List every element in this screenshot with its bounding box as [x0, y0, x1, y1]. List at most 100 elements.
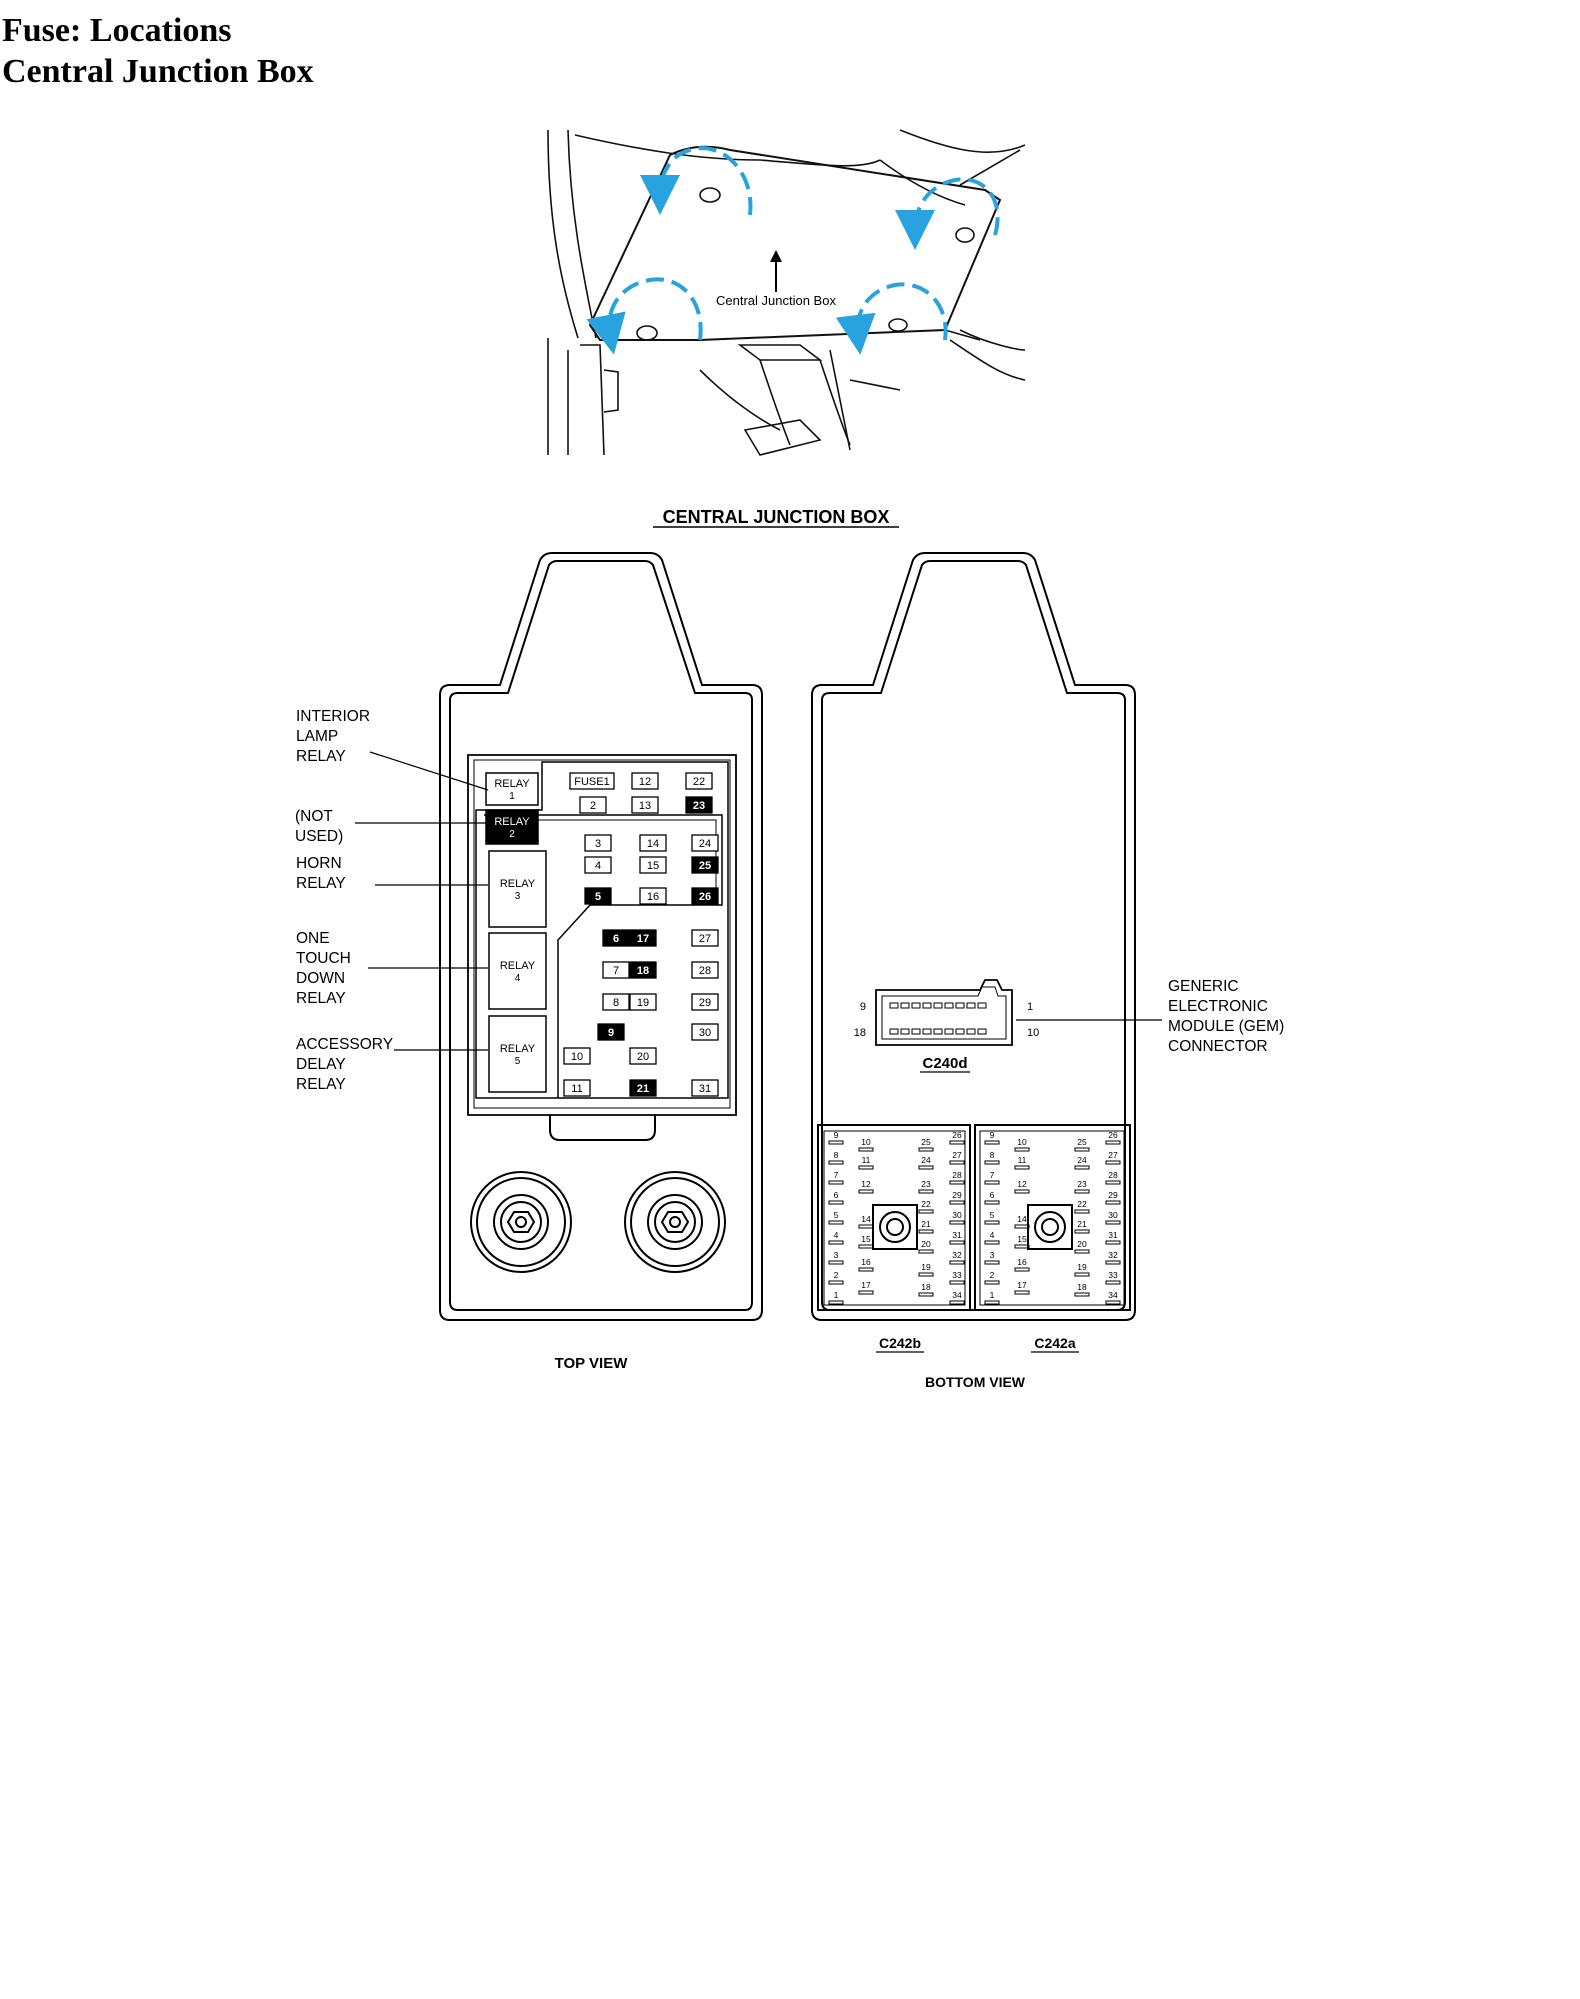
connector-pin-label: 29	[952, 1190, 962, 1200]
fuse-label: 9	[608, 1027, 614, 1039]
connector-pin-label: 2	[834, 1270, 839, 1280]
document-title: Fuse: Locations Central Junction Box	[2, 10, 314, 92]
fuse-label: 27	[699, 933, 711, 945]
connector-pin-slot	[949, 1280, 965, 1285]
fuse-body	[639, 856, 667, 874]
connector-pin-label: 5	[990, 1210, 995, 1220]
connector-pin-label: 3	[834, 1250, 839, 1260]
fuse-body	[685, 796, 713, 814]
gem-pin-slot	[911, 1002, 921, 1009]
connector-pin-slot	[828, 1180, 844, 1185]
gem-pin-slot	[911, 1028, 921, 1035]
fuse-label: FUSE1	[574, 776, 609, 788]
fuse-body	[639, 834, 667, 852]
panel-screw	[636, 325, 658, 341]
top-view-label: TOP VIEW	[555, 1355, 629, 1372]
gem-pin-slot	[977, 1002, 987, 1009]
connector-pin-label: 12	[1017, 1179, 1027, 1189]
dash-curve	[959, 329, 1026, 351]
gem-connector-pins	[889, 1002, 987, 1035]
fuse-label: 29	[699, 997, 711, 1009]
gem-pin-slot	[900, 1028, 910, 1035]
fuse-label: 5	[595, 891, 601, 903]
gem-pin-slot	[922, 1002, 932, 1009]
connector-pin-slot	[858, 1290, 874, 1295]
connector-pin-label: 20	[1077, 1239, 1087, 1249]
fuse-body	[579, 796, 607, 814]
fuse-label: 15	[647, 860, 659, 872]
gem-pin-slot	[933, 1002, 943, 1009]
connector-pin-label: 4	[990, 1230, 995, 1240]
fuse-2: 2	[579, 796, 607, 814]
fuse-label: 26	[699, 891, 711, 903]
fuse-23: 23	[685, 796, 713, 814]
fuse-26: 26	[691, 887, 719, 905]
gem-pin-slot	[966, 1028, 976, 1035]
fuse-18: 18	[629, 961, 657, 979]
connector-pin-slot	[1105, 1280, 1121, 1285]
connector-pin-label: 11	[862, 1155, 871, 1165]
gem-pin-slot	[944, 1002, 954, 1009]
fuse-body	[629, 961, 657, 979]
connector-pin-label: 9	[834, 1130, 839, 1140]
fuse-label: 22	[693, 776, 705, 788]
panel-screw	[699, 187, 721, 203]
fuse-body	[691, 1079, 719, 1097]
relay-body	[488, 1015, 547, 1093]
door-latch	[603, 369, 619, 413]
connector-pin-slot	[1074, 1189, 1090, 1194]
connector-pin-label: 6	[990, 1190, 995, 1200]
connector-pin-slot	[1105, 1220, 1121, 1225]
connector-pin-label: 33	[1108, 1270, 1118, 1280]
connector-pin-slot	[949, 1160, 965, 1165]
connector-pin-slot	[1074, 1272, 1090, 1277]
connector-pin-slot	[949, 1260, 965, 1265]
connector-pin-label: 15	[861, 1234, 871, 1244]
connector-pin-slot	[918, 1209, 934, 1214]
fuse-label: 31	[699, 1083, 711, 1095]
connector-pin-slot	[918, 1292, 934, 1297]
fuse-label: 20	[637, 1051, 649, 1063]
connector-pin-slot	[828, 1260, 844, 1265]
connector-pin-label: 1	[990, 1290, 995, 1300]
title-line-1: Fuse: Locations	[2, 12, 232, 49]
pillar-line	[547, 129, 579, 339]
connector-pin-slot	[1014, 1244, 1030, 1249]
fuse-label: 23	[693, 800, 705, 812]
connector-pin-slot	[1105, 1260, 1121, 1265]
fuse-body	[631, 772, 659, 790]
connector-pin-slot	[1014, 1165, 1030, 1170]
connector-pin-label: 15	[1017, 1234, 1027, 1244]
connector-pin-slot	[828, 1220, 844, 1225]
column-part	[699, 369, 781, 431]
connector-pin-slot	[858, 1189, 874, 1194]
connector-pin-label: 12	[861, 1179, 871, 1189]
fuse-body	[569, 772, 615, 790]
callout-lines	[355, 751, 489, 1051]
gem-pin-slot	[900, 1002, 910, 1009]
gem-pin-slot	[955, 1002, 965, 1009]
connector-pin-slot	[984, 1300, 1000, 1305]
callout-not-used: (NOT USED)	[295, 808, 343, 845]
fuse-label: 10	[571, 1051, 583, 1063]
fuse-label: 4	[595, 860, 601, 872]
connector-pin-slot	[1014, 1189, 1030, 1194]
gem-pin-slot	[933, 1028, 943, 1035]
connector-pin-label: 11	[1018, 1155, 1027, 1165]
column-part	[829, 349, 851, 451]
connector-pin-slot	[1074, 1147, 1090, 1152]
connector-pin-slot	[984, 1140, 1000, 1145]
removal-arrow	[895, 177, 1000, 250]
fuse-body	[691, 887, 719, 905]
fuse-label: 18	[637, 965, 649, 977]
fuse-body	[602, 961, 630, 979]
connector-pin-label: 10	[1017, 1137, 1027, 1147]
connector-pin-label: 26	[1108, 1130, 1118, 1140]
title-line-2: Central Junction Box	[2, 53, 314, 90]
connector-pin-slot	[984, 1280, 1000, 1285]
connector-pin-label: 9	[990, 1130, 995, 1140]
fuse-body	[691, 1023, 719, 1041]
